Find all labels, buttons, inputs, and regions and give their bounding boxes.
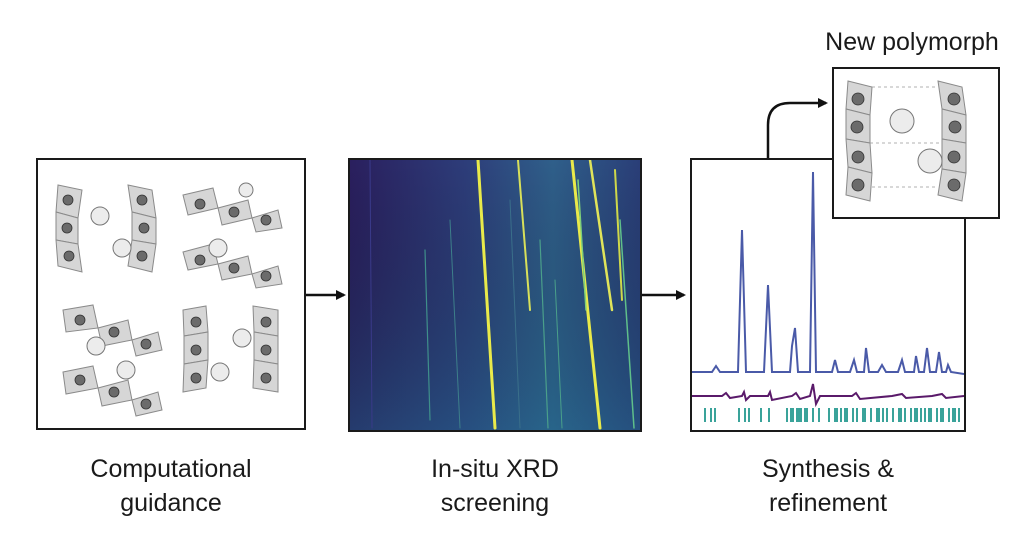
caption-insitu-xrd: In-situ XRD screening [348, 452, 642, 520]
caption-line: Computational [90, 455, 252, 483]
xrd-heatmap-panel [348, 158, 642, 432]
refinement-plot [692, 171, 964, 422]
polymorph-structure-illustration [845, 80, 967, 202]
difference-curve [692, 383, 964, 408]
caption-line: screening [440, 489, 550, 517]
caption-computational-guidance: Computational guidance [36, 452, 306, 520]
xrd-heatmap [350, 160, 640, 430]
caption-synthesis-refinement: Synthesis & refinement [690, 452, 966, 520]
computational-guidance-panel [36, 158, 306, 430]
new-polymorph-title: New polymorph [825, 28, 999, 56]
caption-line: guidance [120, 489, 222, 517]
reflection-ticks [704, 408, 960, 422]
caption-line: In-situ XRD [431, 455, 559, 483]
caption-line: refinement [768, 489, 888, 517]
new-polymorph-panel [832, 67, 1000, 219]
arrow-synthesis-to-polymorph [766, 98, 828, 158]
diffraction-pattern-line [692, 171, 964, 375]
candidate-structures-illustration [55, 182, 283, 417]
caption-line: Synthesis & [761, 455, 894, 483]
